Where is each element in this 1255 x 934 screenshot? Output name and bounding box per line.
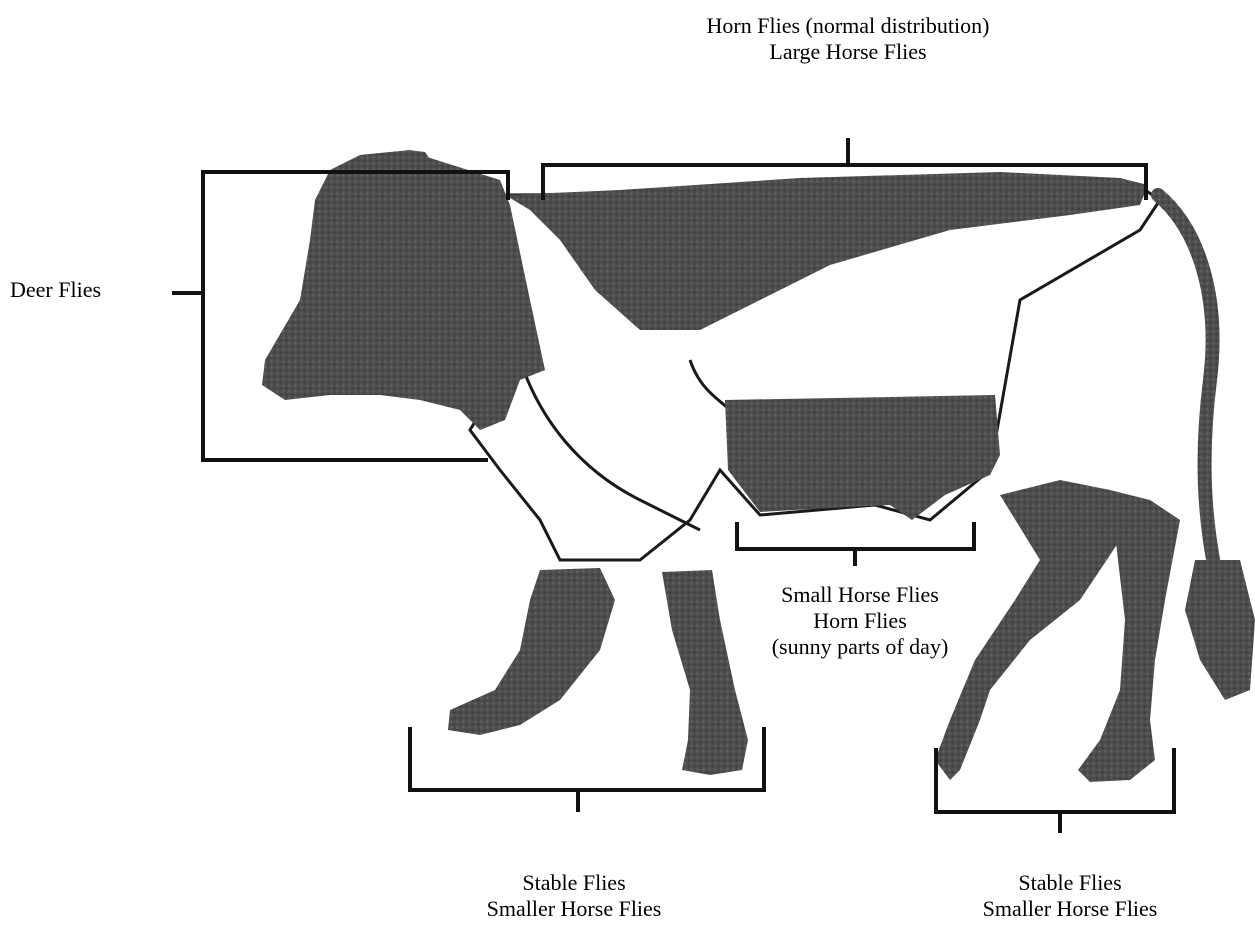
belly-label-line-2: Horn Flies <box>740 608 980 634</box>
back-label-line-2: Large Horse Flies <box>648 39 1048 65</box>
belly-label-line-3: (sunny parts of day) <box>740 634 980 660</box>
cow-belly-patch <box>725 395 1000 520</box>
back-label-line-1: Horn Flies (normal distribution) <box>648 13 1048 39</box>
belly-region-label: Small Horse Flies Horn Flies (sunny part… <box>740 582 980 660</box>
head-label-line-1: Deer Flies <box>10 277 101 303</box>
front-legs-label-line-2: Smaller Horse Flies <box>454 896 694 922</box>
front-legs-region-label: Stable Flies Smaller Horse Flies <box>454 870 694 922</box>
back-region-label: Horn Flies (normal distribution) Large H… <box>648 13 1048 65</box>
cow-front-leg-right <box>662 570 748 775</box>
cow-tail-tuft <box>1185 560 1255 700</box>
hind-legs-region-label: Stable Flies Smaller Horse Flies <box>950 870 1190 922</box>
cow-head <box>262 150 545 430</box>
cow-front-leg-left <box>448 568 615 735</box>
front-legs-label-line-1: Stable Flies <box>454 870 694 896</box>
hind-legs-label-line-2: Smaller Horse Flies <box>950 896 1190 922</box>
hind-legs-label-line-1: Stable Flies <box>950 870 1190 896</box>
belly-label-line-1: Small Horse Flies <box>740 582 980 608</box>
belly-bracket <box>737 522 974 566</box>
head-region-label: Deer Flies <box>10 277 101 303</box>
